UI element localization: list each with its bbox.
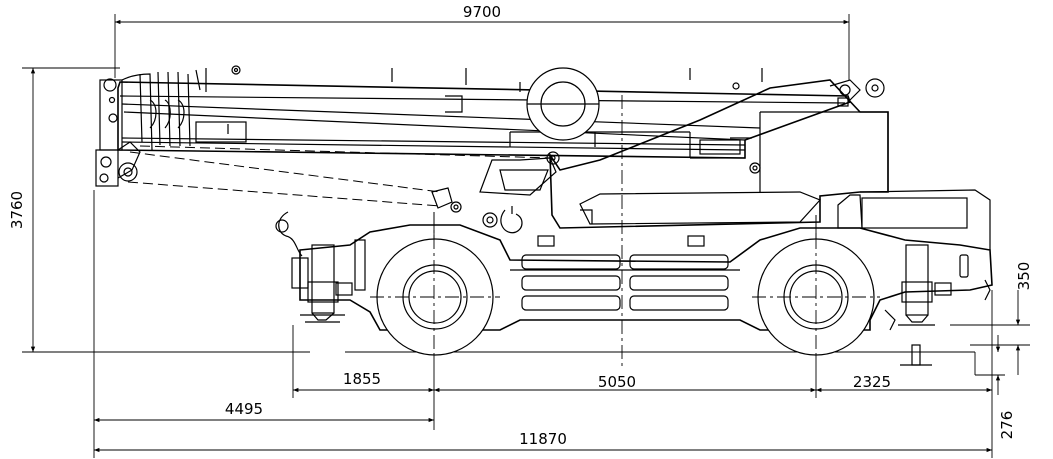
dim-height: 3760: [8, 191, 26, 229]
boom: [117, 81, 852, 159]
superstructure: [391, 68, 889, 229]
dimension-lines: [22, 14, 1030, 458]
front-outrigger: [275, 211, 366, 323]
dim-outrigger-float: 276: [998, 411, 1016, 440]
rear-outrigger: [884, 244, 952, 366]
dim-rear-overhang: 2325: [853, 373, 891, 391]
crane-illustration: [95, 65, 993, 366]
dim-front-overhang: 1855: [343, 370, 381, 388]
dim-overall-length: 11870: [519, 430, 567, 448]
hook-block: [95, 141, 141, 187]
winch-drum: [526, 67, 600, 141]
dim-ground-clearance: 350: [1015, 262, 1033, 291]
dim-boom-overhang: 4495: [225, 400, 263, 418]
carrier: [299, 189, 993, 331]
dim-wheelbase: 5050: [598, 373, 636, 391]
dim-overall-width: 9700: [463, 3, 501, 21]
